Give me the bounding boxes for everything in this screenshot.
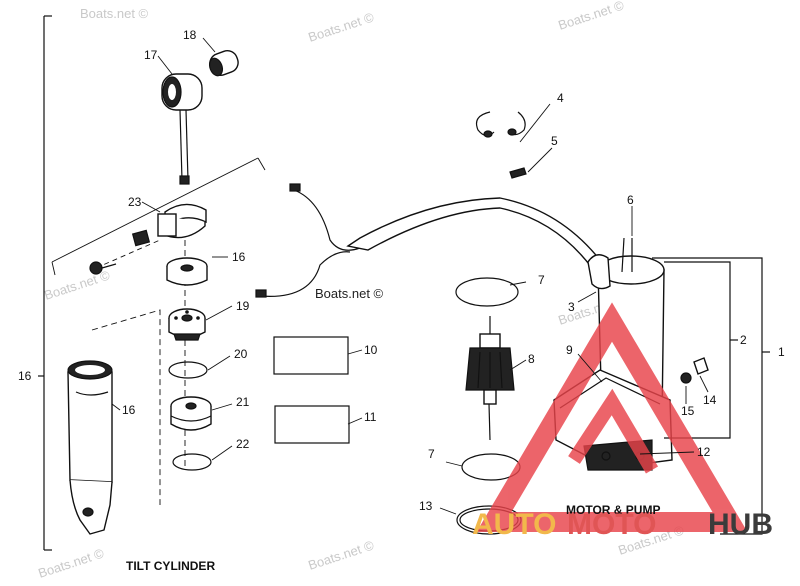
logo-moto: MOTO: [567, 508, 656, 541]
callout-23: 23: [128, 195, 142, 209]
callout-16-cylinder: 16: [122, 403, 136, 417]
callout-5: 5: [551, 134, 558, 148]
watermark: Boats.net ©: [306, 537, 376, 572]
part-8-armature: [465, 316, 515, 441]
part-20-o-ring: [168, 361, 208, 379]
tilt-cylinder-bracket: [38, 15, 52, 551]
callout-7-upper: 7: [538, 273, 545, 287]
watermark: Boats.net ©: [306, 9, 376, 44]
callout-19: 19: [236, 299, 250, 313]
callout-17: 17: [144, 48, 158, 62]
callout-9: 9: [566, 343, 573, 357]
callout-7-lower: 7: [428, 447, 435, 461]
callout-3: 3: [568, 300, 575, 314]
watermark: Boats.net ©: [80, 6, 149, 21]
logo-hub: HUB: [708, 508, 773, 541]
callout-1: 1: [778, 345, 785, 359]
part-17-pivot-pin: [161, 73, 203, 185]
watermark: Boats.net ©: [36, 545, 106, 580]
callout-16-bracket: 16: [18, 369, 32, 383]
part-4-clips: [475, 111, 526, 138]
part-22-o-ring: [172, 453, 212, 471]
logo: AUTO MOTO HUB: [472, 508, 773, 541]
part-19-piston: [168, 308, 206, 341]
callouts: 1 2 3 4 5 6 7 7 8 9 10 11 12 13 14 15 16…: [18, 28, 785, 513]
callout-22: 22: [236, 437, 250, 451]
assembly-brackets: [652, 257, 770, 535]
caption-motor-pump: MOTOR & PUMP: [566, 503, 660, 517]
watermarks: Boats.net © Boats.net © Boats.net © Boat…: [36, 0, 686, 581]
callout-21: 21: [236, 395, 250, 409]
part-5-pin: [509, 167, 527, 179]
callout-12: 12: [697, 445, 711, 459]
callout-14: 14: [703, 393, 717, 407]
callout-15: 15: [681, 404, 695, 418]
part-21-end-cap: [170, 396, 212, 431]
watermark: Boats.net ©: [556, 0, 626, 33]
part-16-tilt-cylinder: [67, 360, 113, 535]
part-16-cap: [166, 257, 208, 286]
watermark: Boats.net ©: [42, 267, 112, 302]
part-11-decal: [274, 405, 350, 444]
logo-auto: AUTO: [472, 508, 556, 541]
callout-18: 18: [183, 28, 197, 42]
callout-13: 13: [419, 499, 433, 513]
wiring-harness: [255, 183, 601, 298]
callout-16-cap: 16: [232, 250, 246, 264]
part-10-decal: [273, 336, 349, 375]
leader-lines: [111, 37, 709, 515]
callout-20: 20: [234, 347, 248, 361]
watermark: Boats.net ©: [315, 286, 384, 301]
part-18-bushing: [208, 49, 239, 77]
logo-triangle: [476, 302, 748, 532]
callout-11: 11: [364, 410, 377, 424]
centerlines: [51, 157, 266, 505]
caption-tilt-cylinder: TILT CYLINDER: [126, 559, 215, 573]
part-7-o-ring-upper: [455, 277, 519, 307]
callout-4: 4: [557, 91, 564, 105]
callout-2: 2: [740, 333, 747, 347]
callout-8: 8: [528, 352, 535, 366]
callout-6: 6: [627, 193, 634, 207]
part-23-clamp: [89, 203, 207, 275]
callout-10: 10: [364, 343, 378, 357]
